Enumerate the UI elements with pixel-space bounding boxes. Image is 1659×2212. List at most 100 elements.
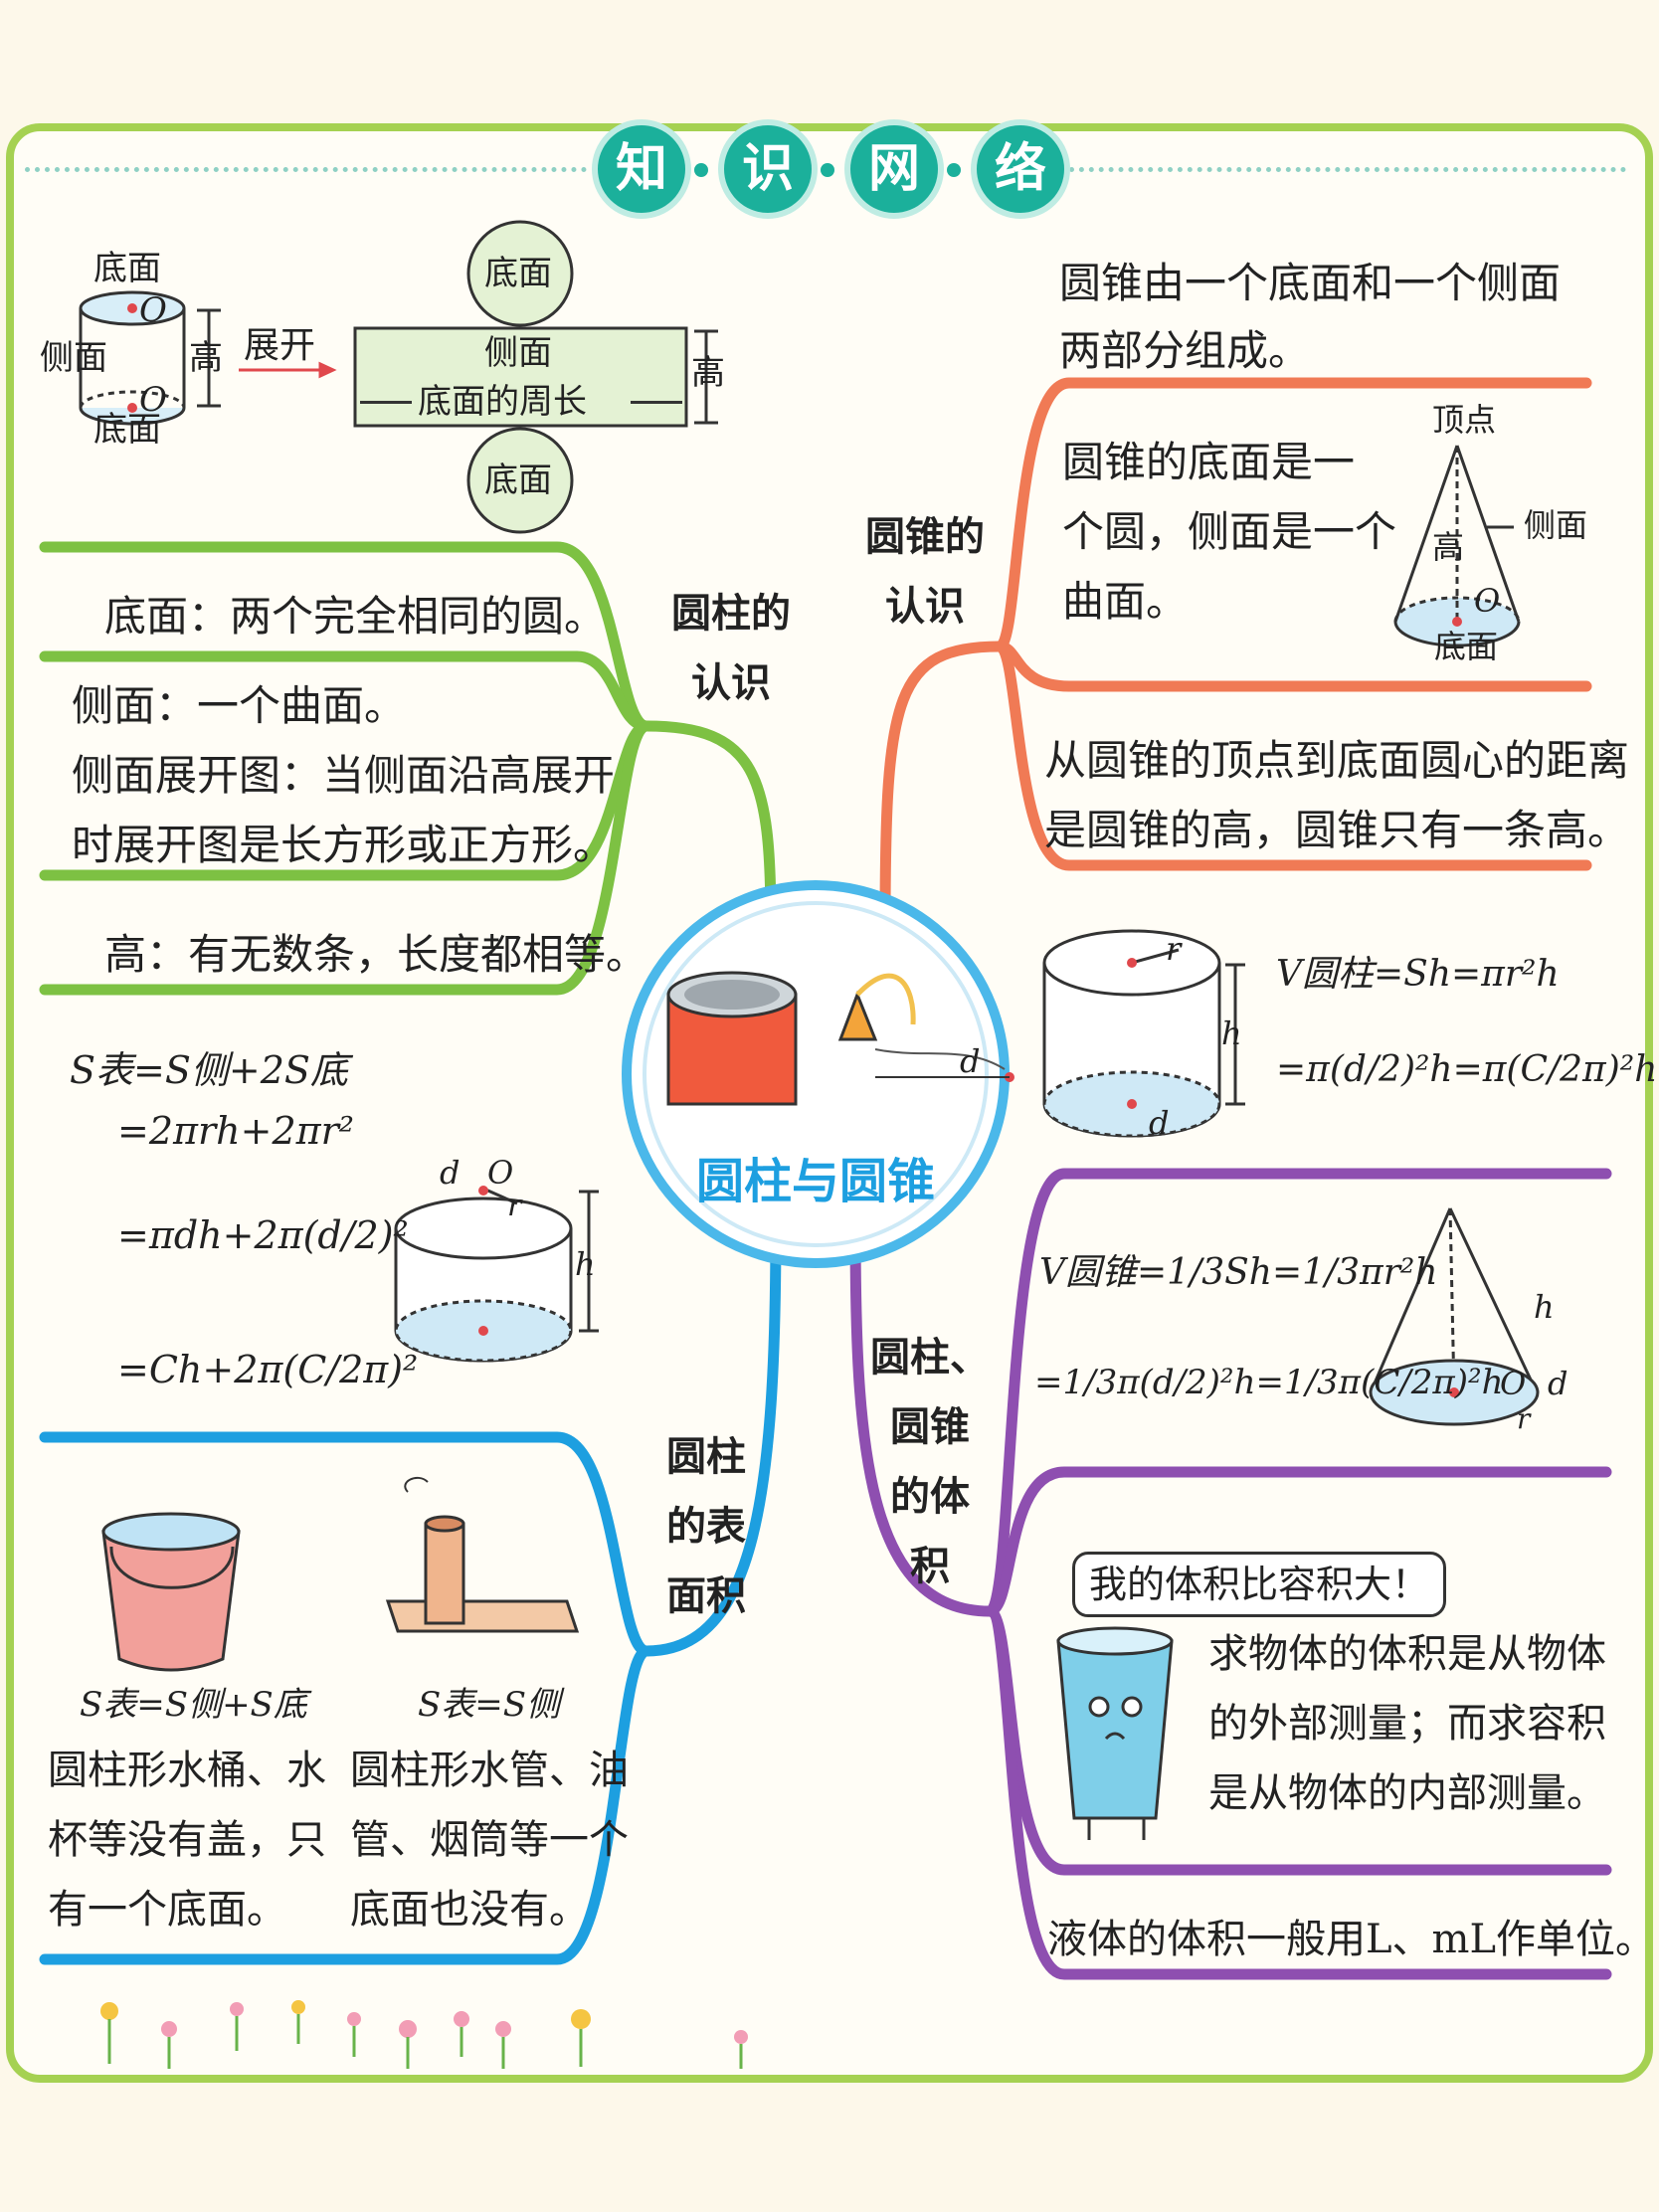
cyl-vol-r-label: r xyxy=(1166,930,1182,968)
bucket-text-2: 杯等没有盖，只 xyxy=(48,1817,326,1863)
title-char-3: 网 xyxy=(844,119,944,219)
cyl-vol-d-label: d xyxy=(1149,1104,1170,1142)
cone-recog-line-6: 从圆锥的顶点到底面圆心的距离 xyxy=(1044,736,1630,785)
volume-label-2: 圆锥 xyxy=(890,1403,970,1450)
cyl-side-label: 侧面 xyxy=(40,338,107,378)
pipe-text-3: 底面也没有。 xyxy=(350,1887,589,1933)
cyl-recog-label-2: 认识 xyxy=(691,659,771,706)
net-perimeter-arrow-left xyxy=(360,401,412,404)
volume-label-4: 积 xyxy=(910,1543,950,1589)
cyl-volume-formula-1: V圆柱=Sh=πr²h xyxy=(1276,954,1560,995)
surface-label-2: 的表 xyxy=(666,1503,746,1550)
title-dot-1 xyxy=(694,163,708,177)
bucket-formula: S表=S侧+S底 xyxy=(80,1685,307,1725)
can-illustration xyxy=(666,971,798,1106)
cone-vol-h-label: h xyxy=(1534,1288,1555,1326)
cyl-recog-line-3: 侧面展开图：当侧面沿高展开 xyxy=(72,751,616,800)
volume-label-1: 圆柱、 xyxy=(870,1334,990,1381)
cone-base-label: 底面 xyxy=(1434,628,1499,665)
cup-speech-bubble: 我的体积比容积大！ xyxy=(1072,1552,1447,1617)
volume-text-2: 的外部测量；而求容积 xyxy=(1208,1701,1606,1747)
cone-recog-label-1: 圆锥的 xyxy=(865,513,985,560)
pipe-formula: S表=S侧 xyxy=(418,1685,561,1725)
net-side-label: 侧面 xyxy=(484,333,552,373)
cyl-center-d-label: d xyxy=(960,1042,981,1080)
cone-recog-line-5: 曲面。 xyxy=(1062,577,1189,626)
title-dots-right xyxy=(1069,167,1626,172)
cone-diagram xyxy=(1393,445,1521,647)
surface-label-3: 面积 xyxy=(666,1572,746,1619)
cyl-volume-formula-2: =π(d/2)²h=π(C/2π)²h xyxy=(1276,1049,1658,1090)
title-char-1: 知 xyxy=(592,119,691,219)
flower-decorations xyxy=(100,2000,748,2069)
bucket-text-1: 圆柱形水桶、水 xyxy=(48,1748,326,1793)
cone-recog-label-2: 认识 xyxy=(885,583,965,630)
center-title: 圆柱与圆锥 xyxy=(695,1154,935,1209)
cyl-height-label: 高 xyxy=(189,338,223,378)
cone-side-label: 侧面 xyxy=(1524,506,1588,544)
net-perimeter-label: 底面的周长 xyxy=(418,382,587,422)
surface-formula-4: =Ch+2π(C/2π)² xyxy=(117,1348,419,1391)
title-dot-2 xyxy=(821,163,834,177)
cone-height-label: 高 xyxy=(1432,528,1465,566)
cyl-recog-line-1: 底面：两个完全相同的圆。 xyxy=(104,592,607,641)
surface-o-label: O xyxy=(487,1154,514,1192)
cylinder-net-diagram xyxy=(79,220,718,534)
center-inner xyxy=(643,901,989,1247)
volume-label-3: 的体 xyxy=(890,1473,970,1520)
volume-text-3: 是从物体的内部测量。 xyxy=(1208,1770,1606,1816)
cyl-recog-line-5: 高：有无数条，长度都相等。 xyxy=(104,930,648,979)
bucket-text-3: 有一个底面。 xyxy=(48,1887,286,1933)
net-top-label: 底面 xyxy=(484,254,552,293)
net-height-label: 高 xyxy=(691,353,725,393)
volume-text-1: 求物体的体积是从物体 xyxy=(1208,1631,1606,1677)
surface-formula-1: S表=S侧+2S底 xyxy=(70,1048,348,1092)
cone-vol-d-label: d xyxy=(1548,1365,1568,1402)
cone-vol-r-label: r xyxy=(1517,1402,1531,1435)
volume-cylinder-diagram xyxy=(1042,929,1245,1138)
cyl-vol-h-label: h xyxy=(1221,1014,1242,1052)
surface-d-label: d xyxy=(440,1154,461,1192)
blue-branch xyxy=(39,1217,782,1965)
cyl-top-label: 底面 xyxy=(93,249,161,288)
cone-o-label: O xyxy=(1474,582,1501,620)
surface-r-label: r xyxy=(507,1189,522,1223)
cyl-bottom-label: 底面 xyxy=(93,410,161,450)
pipe-text-2: 管、烟筒等一个 xyxy=(350,1817,629,1863)
cyl-center-o2: O xyxy=(139,380,167,420)
net-perimeter-arrow-right xyxy=(631,401,682,404)
cone-recog-line-3: 圆锥的底面是一 xyxy=(1062,438,1356,486)
orange-branch xyxy=(879,377,1592,931)
surface-label-1: 圆柱 xyxy=(666,1433,746,1480)
title-char-4: 络 xyxy=(971,119,1070,219)
purple-branch xyxy=(849,1168,1612,1980)
cone-apex-label: 顶点 xyxy=(1432,401,1497,439)
cone-recog-line-4: 个圆，侧面是一个 xyxy=(1062,507,1397,556)
cone-recog-line-7: 是圆锥的高，圆锥只有一条高。 xyxy=(1044,806,1630,854)
unfold-label: 展开 xyxy=(244,325,316,366)
cone-recog-line-2: 两部分组成。 xyxy=(1059,326,1311,375)
surface-h-label: h xyxy=(575,1245,596,1283)
volume-text-4: 液体的体积一般用L、mL作单位。 xyxy=(1047,1917,1656,1962)
surface-formula-3: =πdh+2π(d/2)² xyxy=(117,1213,409,1257)
cyl-recog-label-1: 圆柱的 xyxy=(671,590,791,637)
title-dot-3 xyxy=(947,163,961,177)
green-branch xyxy=(39,541,777,996)
cone-volume-formula-2: =1/3π(d/2)²h=1/3π(C/2π)²h xyxy=(1034,1363,1504,1402)
surface-cylinder-diagram xyxy=(394,1187,599,1363)
net-bottom-label: 底面 xyxy=(484,461,552,500)
pipe-text-1: 圆柱形水管、油 xyxy=(350,1748,629,1793)
bucket-illustration xyxy=(101,1512,241,1672)
chimney-illustration xyxy=(385,1476,580,1633)
surface-formula-2: =2πrh+2πr² xyxy=(117,1109,355,1153)
title-char-2: 识 xyxy=(718,119,818,219)
cyl-center-o: O xyxy=(139,290,167,330)
cone-volume-formula-1: V圆锥=1/3Sh=1/3πr²h xyxy=(1039,1252,1438,1293)
cyl-recog-line-2: 侧面：一个曲面。 xyxy=(72,681,407,730)
cone-illustration xyxy=(837,973,1006,1070)
cone-vol-o-label: O xyxy=(1500,1365,1527,1402)
title-dots-left xyxy=(25,167,587,172)
cyl-recog-line-4: 时展开图是长方形或正方形。 xyxy=(72,821,616,869)
cone-recog-line-1: 圆锥由一个底面和一个侧面 xyxy=(1059,259,1562,307)
